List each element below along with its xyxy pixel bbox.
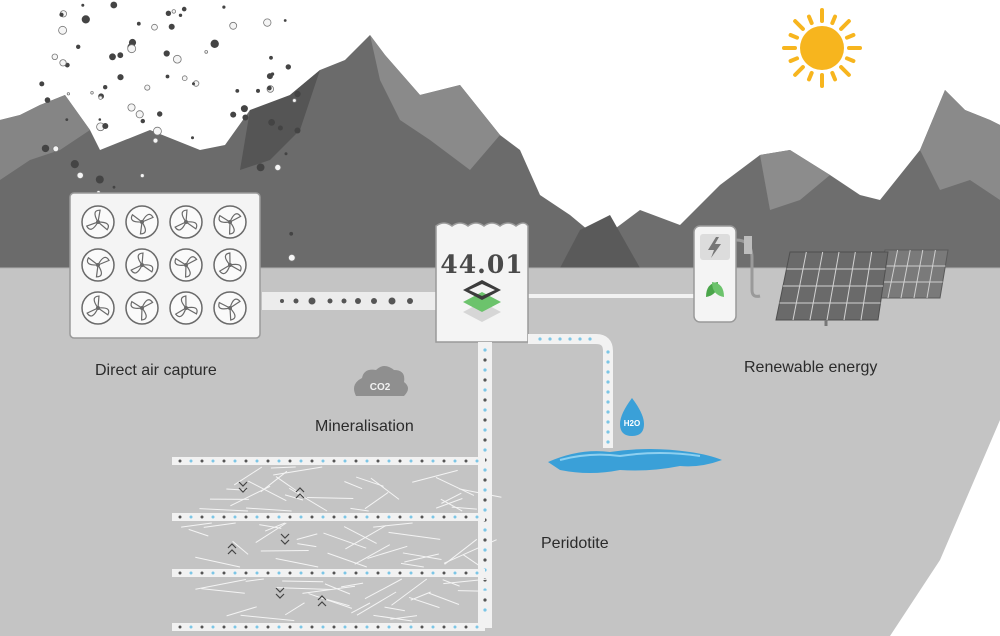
company-logo: 44.01	[440, 250, 524, 279]
mineralisation-layers	[172, 457, 502, 631]
fan-icon	[125, 205, 159, 239]
direct-air-capture-label: Direct air capture	[95, 362, 217, 379]
fan-icon	[169, 205, 203, 239]
solar-panel-icon	[775, 249, 949, 326]
injection-well	[478, 342, 492, 628]
peridotite-label: Peridotite	[541, 535, 609, 552]
co2-pipe	[262, 292, 437, 310]
fan-icon	[125, 291, 159, 325]
co2-badge: CO2	[370, 382, 391, 393]
water-reservoir	[548, 449, 722, 473]
fan-icon	[169, 291, 203, 325]
fan-icon	[125, 248, 159, 282]
fan-icon	[213, 248, 247, 282]
chevron-icon	[463, 280, 501, 322]
renewable-energy-label: Renewable energy	[744, 359, 878, 376]
fan-icon	[213, 291, 247, 325]
h2o-badge: H2O	[624, 419, 640, 428]
leaf-icon	[706, 282, 724, 297]
direct-air-capture-unit	[69, 192, 261, 339]
sun-icon	[782, 8, 862, 88]
charger-station	[693, 225, 761, 323]
fan-icon	[81, 205, 115, 239]
lightning-icon	[708, 237, 721, 258]
fan-icon	[81, 291, 115, 325]
fan-icon	[213, 205, 247, 239]
injection-plant	[435, 222, 529, 343]
fan-icon	[81, 248, 115, 282]
droplet-icon: H2O	[620, 398, 644, 436]
fan-icon	[169, 248, 203, 282]
mineralisation-label: Mineralisation	[315, 418, 414, 435]
cloud-icon: CO2	[354, 366, 408, 396]
water-pipe	[528, 334, 613, 448]
